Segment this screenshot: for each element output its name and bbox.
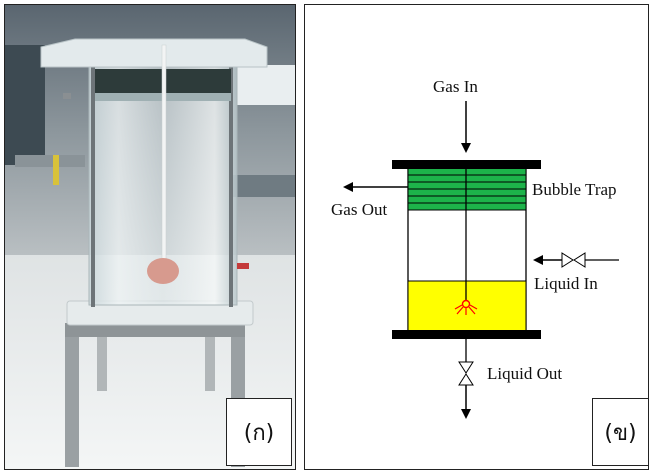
sparger-ball [147, 258, 179, 284]
label-gas-out: Gas Out [331, 200, 388, 219]
stand-leg [205, 335, 215, 391]
label-gas-in: Gas In [433, 77, 478, 96]
stand-frame [65, 323, 245, 337]
gas-tube [161, 44, 167, 266]
label-liquid-out: Liquid Out [487, 364, 563, 383]
liquid-region [407, 280, 527, 332]
panel-tag-right: (ข) [592, 398, 649, 466]
label-liquid-in: Liquid In [534, 274, 598, 293]
stand-leg [65, 325, 79, 467]
stand-leg [97, 335, 107, 391]
bench [233, 175, 295, 197]
pillar [5, 45, 45, 165]
sparger-icon [454, 299, 478, 315]
bottle [53, 155, 59, 185]
window [237, 65, 295, 105]
top-plate [392, 160, 541, 169]
tie-rod [91, 57, 95, 307]
label-bubble-trap: Bubble Trap [532, 180, 617, 199]
gas-fitting [63, 93, 71, 99]
panel-tag-left: (ก) [226, 398, 292, 466]
liquid-valve [237, 263, 249, 269]
top-plate [40, 38, 268, 68]
liquid-in-valve-icon [561, 252, 586, 268]
bench-left [15, 155, 85, 167]
reactor-schematic [343, 101, 619, 419]
bottom-plate [392, 330, 541, 339]
tie-rod [229, 57, 233, 307]
diagram-panel: Gas In Gas Out Bubble Trap Liquid In Liq… [304, 4, 649, 470]
liquid-out-valve-icon [458, 361, 474, 386]
